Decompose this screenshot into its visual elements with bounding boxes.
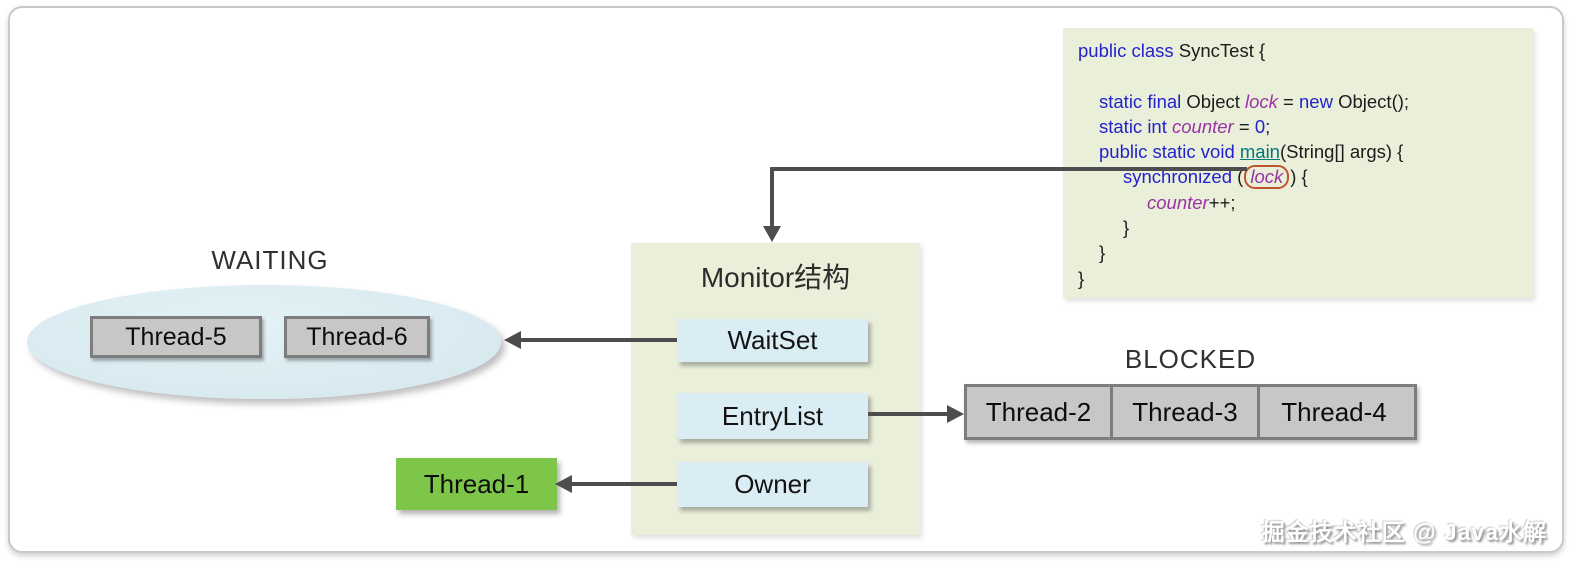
code-number: 0 (1254, 115, 1266, 137)
waiting-state-label: WAITING (211, 245, 329, 275)
code-text: SyncTest { (1173, 40, 1266, 61)
waitset-slot: WaitSet (677, 319, 868, 362)
code-keyword: static int (1099, 115, 1172, 137)
code-text: ; (1265, 115, 1271, 137)
entrylist-slot: EntryList (677, 393, 868, 439)
monitor-title: Monitor结构 (700, 262, 851, 293)
code-keyword: synchronized (1123, 166, 1233, 188)
code-text: ++; (1208, 191, 1236, 213)
code-keyword: static final (1099, 90, 1182, 112)
code-text: } (1123, 217, 1130, 239)
code-text: = (1277, 90, 1300, 112)
code-variable: counter (1172, 115, 1234, 137)
blocked-state-label: BLOCKED (1124, 344, 1257, 374)
code-panel: public class SyncTest { static final Obj… (1063, 28, 1533, 298)
code-line: } (1078, 215, 1533, 240)
code-line: public class SyncTest { (1078, 38, 1533, 63)
code-line: public static void main(String[] args) { (1078, 139, 1533, 164)
code-line: } (1078, 266, 1533, 291)
code-text: } (1078, 267, 1085, 289)
thread-1-box: Thread-1 (396, 458, 557, 510)
code-method-name: main (1239, 141, 1280, 163)
thread-5-box: Thread-5 (90, 316, 262, 358)
code-text: ) { (1290, 166, 1308, 188)
blocked-threads-row: Thread-2 Thread-3 Thread-4 (964, 384, 1417, 440)
watermark-text: 掘金技术社区 @ Java水解 (1261, 519, 1547, 545)
code-text: Object (1181, 90, 1246, 112)
code-line: counter++; (1078, 190, 1533, 215)
thread-6-box: Thread-6 (284, 316, 430, 358)
code-variable: counter (1147, 191, 1209, 213)
code-line: synchronized ( lock ) { (1078, 164, 1533, 190)
code-blank-line (1078, 63, 1533, 88)
code-text: = (1233, 115, 1255, 137)
code-text: Object(); (1332, 90, 1410, 112)
lock-highlight-ring: lock (1244, 165, 1290, 190)
code-text: (String[] args) { (1279, 141, 1404, 163)
code-text: ( (1232, 166, 1244, 188)
code-variable: lock (1245, 90, 1278, 112)
monitor-panel: Monitor结构 WaitSet EntryList Owner (631, 243, 920, 535)
owner-slot: Owner (677, 462, 868, 507)
code-keyword: new (1299, 90, 1333, 112)
code-text: } (1099, 242, 1106, 264)
code-line: static int counter = 0; (1078, 114, 1533, 139)
code-line: } (1078, 240, 1533, 265)
code-line: static final Object lock = new Object(); (1078, 89, 1533, 114)
code-keyword: public static void (1099, 141, 1240, 163)
code-body: public class SyncTest { static final Obj… (1063, 28, 1533, 291)
thread-4-box: Thread-4 (1260, 387, 1408, 437)
thread-2-box: Thread-2 (967, 387, 1113, 437)
thread-3-box: Thread-3 (1113, 387, 1260, 437)
code-keyword: public class (1078, 40, 1174, 61)
code-variable: lock (1250, 166, 1284, 188)
